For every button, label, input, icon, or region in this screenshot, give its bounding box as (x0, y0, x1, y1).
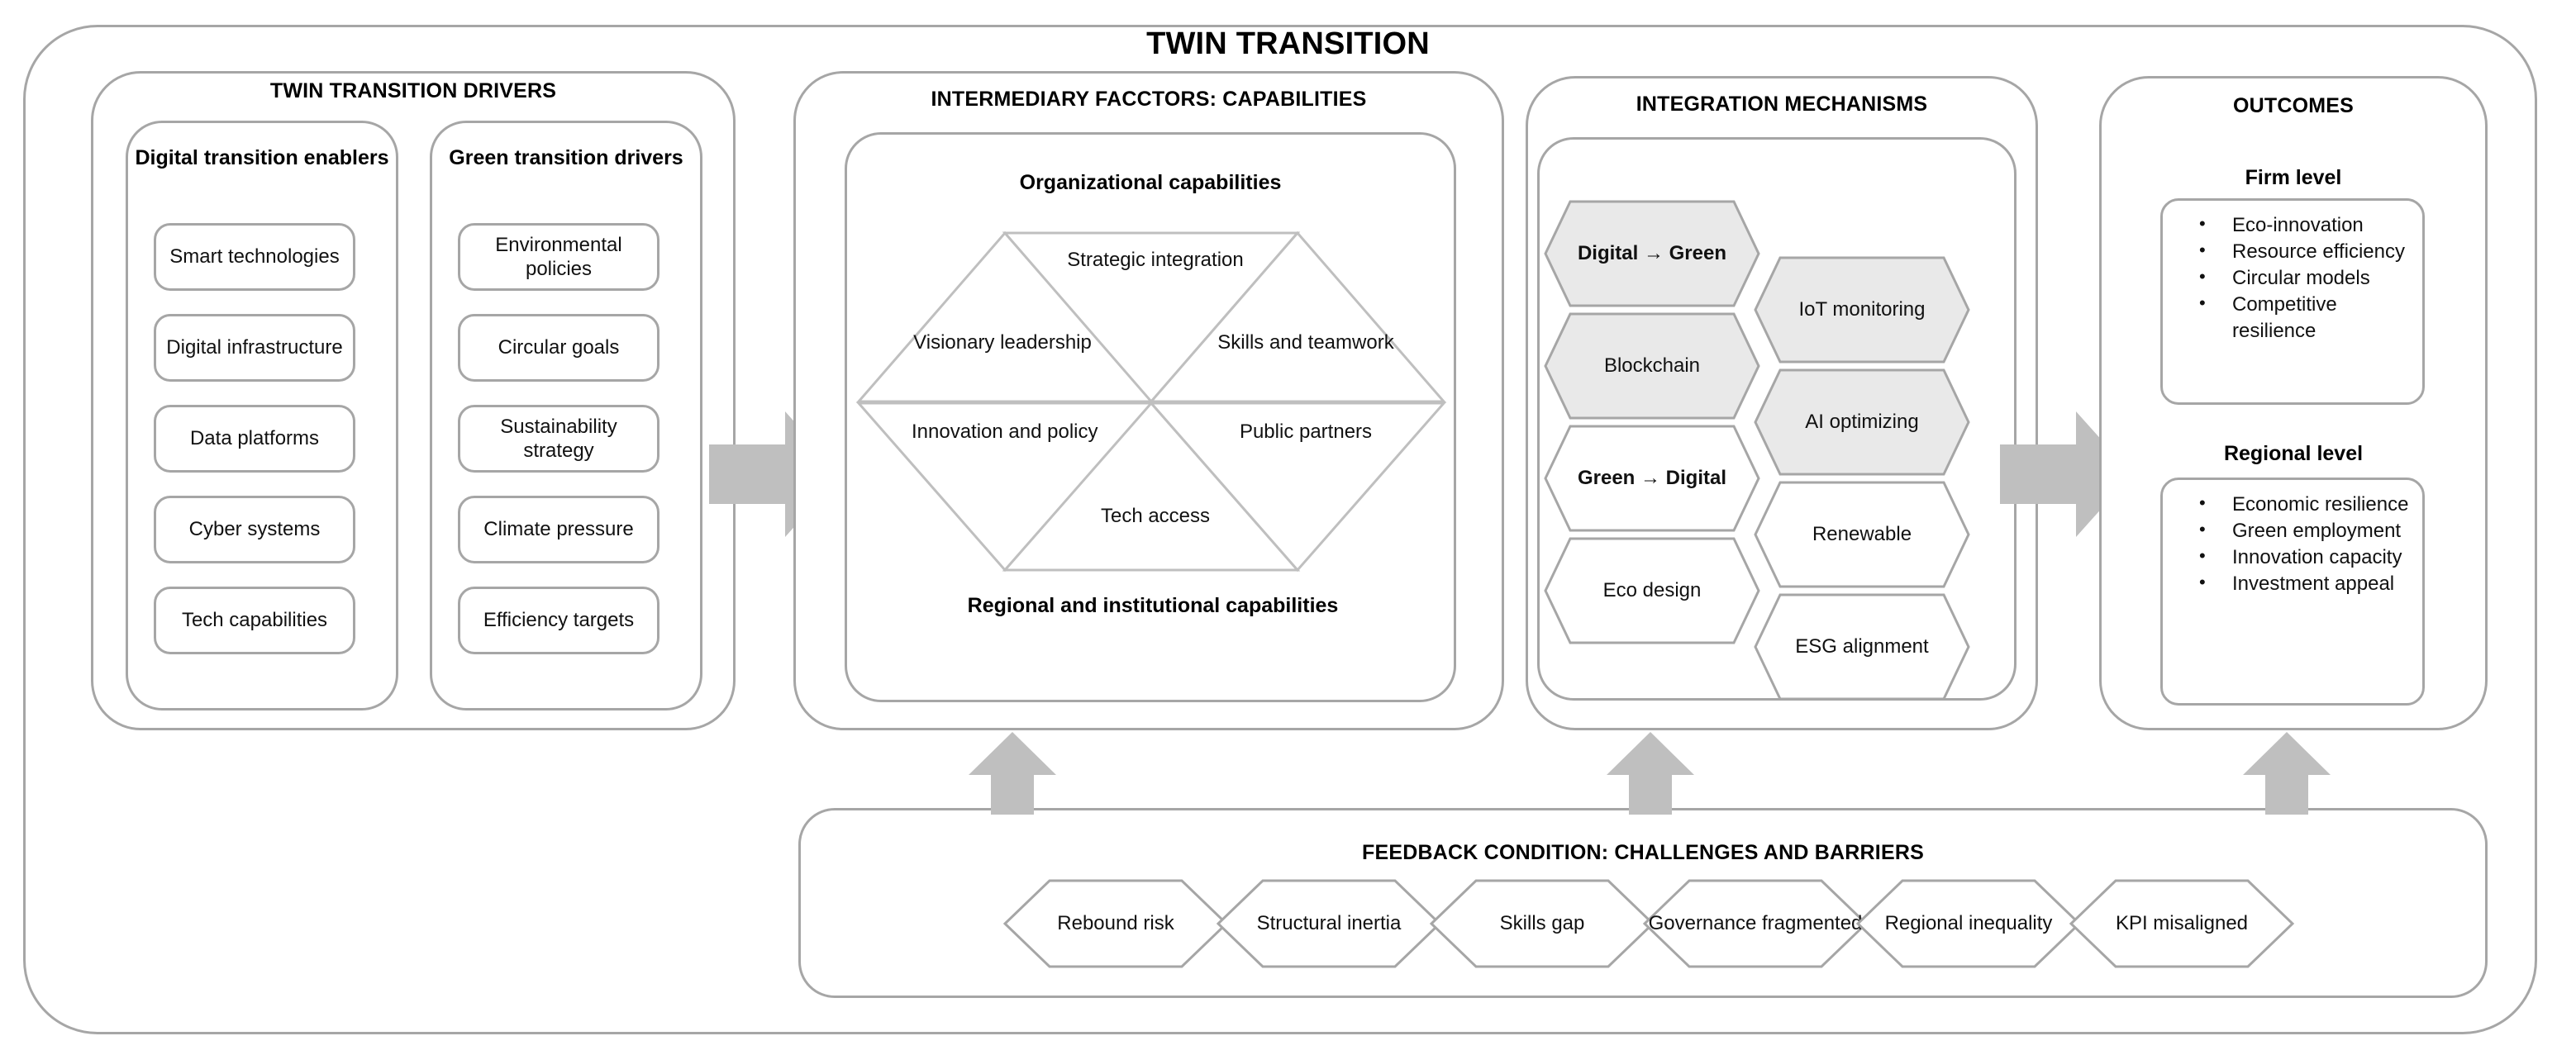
hexagon-ai-optimizing[interactable] (1754, 368, 1970, 476)
firm-level-heading: Firm level (2245, 166, 2342, 189)
list-item: Innovation capacity (2181, 544, 2411, 571)
triangle-label-visionary-leadership: Visionary leadership (912, 330, 1093, 354)
triangle-label-public-partners-line1: Public partners (1239, 421, 1373, 443)
hexagon-digital-to-green[interactable] (1544, 200, 1760, 307)
arrow-feedback-to-integration (1607, 732, 1694, 815)
driver-item-efficiency-targets[interactable]: Efficiency targets (458, 587, 659, 654)
feedback-hexagon-regional-inequality[interactable] (1855, 879, 2082, 968)
hexagon-label-green-to-digital: Green → Digital (1577, 467, 1727, 490)
green-drivers-heading: Green transition drivers (449, 146, 683, 169)
organizational-capabilities-caption: Organizational capabilities (1019, 171, 1282, 194)
triangle-label-tech-access-line1: Tech access (1100, 505, 1211, 527)
triangle-label-innovation-and-policy-line1: Innovation and policy (912, 421, 1098, 443)
feedback-hexagon-label-structural-inertia: Structural inertia (1256, 912, 1402, 935)
list-item: Competitive resilience (2181, 291, 2411, 345)
feedback-hexagon-label-kpi-misaligned: KPI misaligned (2115, 912, 2249, 935)
regional-level-heading: Regional level (2223, 442, 2364, 465)
regional-institutional-capabilities-caption: Regional and institutional capabilities (967, 594, 1339, 617)
drivers-band-title: TWIN TRANSITION DRIVERS (269, 79, 557, 102)
hexagon-esg-alignment[interactable] (1754, 593, 1970, 701)
driver-item-digital-infrastructure[interactable]: Digital infrastructure (154, 314, 355, 382)
feedback-hexagon-governance-fragmented[interactable] (1642, 879, 1869, 968)
feedback-hexagon-kpi-misaligned[interactable] (2069, 879, 2295, 968)
feedback-hexagon-skills-gap[interactable] (1429, 879, 1655, 968)
feedback-hexagon-label-regional-inequality: Regional inequality (1884, 912, 2053, 935)
driver-item-tech-capabilities[interactable]: Tech capabilities (154, 587, 355, 654)
hexagon-green-to-digital[interactable] (1544, 425, 1760, 532)
triangle-skills-and-teamwork (1148, 230, 1447, 403)
list-item: Circular models (2181, 264, 2411, 292)
digital-enablers-heading: Digital transition enablers (135, 146, 389, 169)
list-item: Eco-innovation (2181, 211, 2411, 239)
list-item: Investment appeal (2181, 570, 2411, 597)
list-item: Resource efficiency (2181, 238, 2411, 265)
page-title: TWIN TRANSITION (1146, 26, 1430, 61)
hexagon-label-ai-optimizing: AI optimizing (1805, 411, 1919, 434)
hexagon-label-eco-design: Eco design (1602, 579, 1702, 602)
arrow-feedback-to-outcomes (2243, 732, 2331, 815)
driver-item-environmental-policies[interactable]: Environmental policies (458, 223, 659, 291)
list-item: Green employment (2181, 517, 2411, 544)
feedback-hexagon-label-rebound-risk: Rebound risk (1057, 912, 1174, 935)
hexagon-label-renewable: Renewable (1812, 523, 1912, 546)
feedback-band-title: FEEDBACK CONDITION: CHALLENGES AND BARRI… (1362, 841, 1924, 864)
hexagon-label-blockchain: Blockchain (1603, 354, 1701, 378)
triangle-label-visionary-leadership-line1: Visionary leadership (913, 331, 1092, 354)
arrow-feedback-to-intermediary (969, 732, 1056, 815)
list-item: Economic resilience (2181, 491, 2411, 518)
hexagon-blockchain[interactable] (1544, 312, 1760, 420)
firm-level-outcomes-box: Eco-innovation Resource efficiency Circu… (2160, 198, 2425, 405)
regional-level-outcomes-box: Economic resilience Green employment Inn… (2160, 478, 2425, 706)
hexagon-eco-design[interactable] (1544, 537, 1760, 644)
integration-band-title: INTEGRATION MECHANISMS (1636, 93, 1928, 116)
outcomes-band-title: OUTCOMES (2232, 94, 2355, 117)
feedback-hexagon-rebound-risk[interactable] (1002, 879, 1229, 968)
hexagon-renewable[interactable] (1754, 481, 1970, 588)
hexagon-iot-monitoring[interactable] (1754, 256, 1970, 364)
driver-item-data-platforms[interactable]: Data platforms (154, 405, 355, 473)
driver-item-sustainability-strategy[interactable]: Sustainability strategy (458, 405, 659, 473)
driver-item-climate-pressure[interactable]: Climate pressure (458, 496, 659, 563)
triangle-label-skills-and-teamwork-line1: Skills and teamwork (1217, 331, 1394, 354)
triangle-label-tech-access: Tech access (1064, 504, 1246, 528)
capabilities-triangle-cluster (855, 230, 1447, 573)
triangle-label-skills-and-teamwork: Skills and teamwork (1215, 330, 1397, 354)
feedback-hexagon-structural-inertia[interactable] (1216, 879, 1442, 968)
driver-item-smart-technologies[interactable]: Smart technologies (154, 223, 355, 291)
driver-item-cyber-systems[interactable]: Cyber systems (154, 496, 355, 563)
triangle-label-public-partners: Public partners (1215, 420, 1397, 444)
hexagon-label-esg-alignment: ESG alignment (1795, 635, 1929, 658)
intermediary-band-title: INTERMEDIARY FACCTORS: CAPABILITIES (931, 88, 1367, 111)
triangle-label-strategic-integration-line1: Strategic integration (1067, 249, 1244, 271)
triangle-label-strategic-integration: Strategic integration (1064, 248, 1246, 272)
triangle-public-partners (1148, 402, 1447, 573)
driver-item-circular-goals[interactable]: Circular goals (458, 314, 659, 382)
hexagon-label-digital-to-green: Digital → Green (1577, 242, 1727, 265)
feedback-hexagon-label-skills-gap: Skills gap (1499, 912, 1585, 935)
triangle-label-innovation-and-policy: Innovation and policy (912, 420, 1098, 444)
feedback-hexagon-label-governance-fragmented: Governance fragmented (1648, 912, 1863, 935)
hexagon-label-iot-monitoring: IoT monitoring (1798, 298, 1926, 321)
